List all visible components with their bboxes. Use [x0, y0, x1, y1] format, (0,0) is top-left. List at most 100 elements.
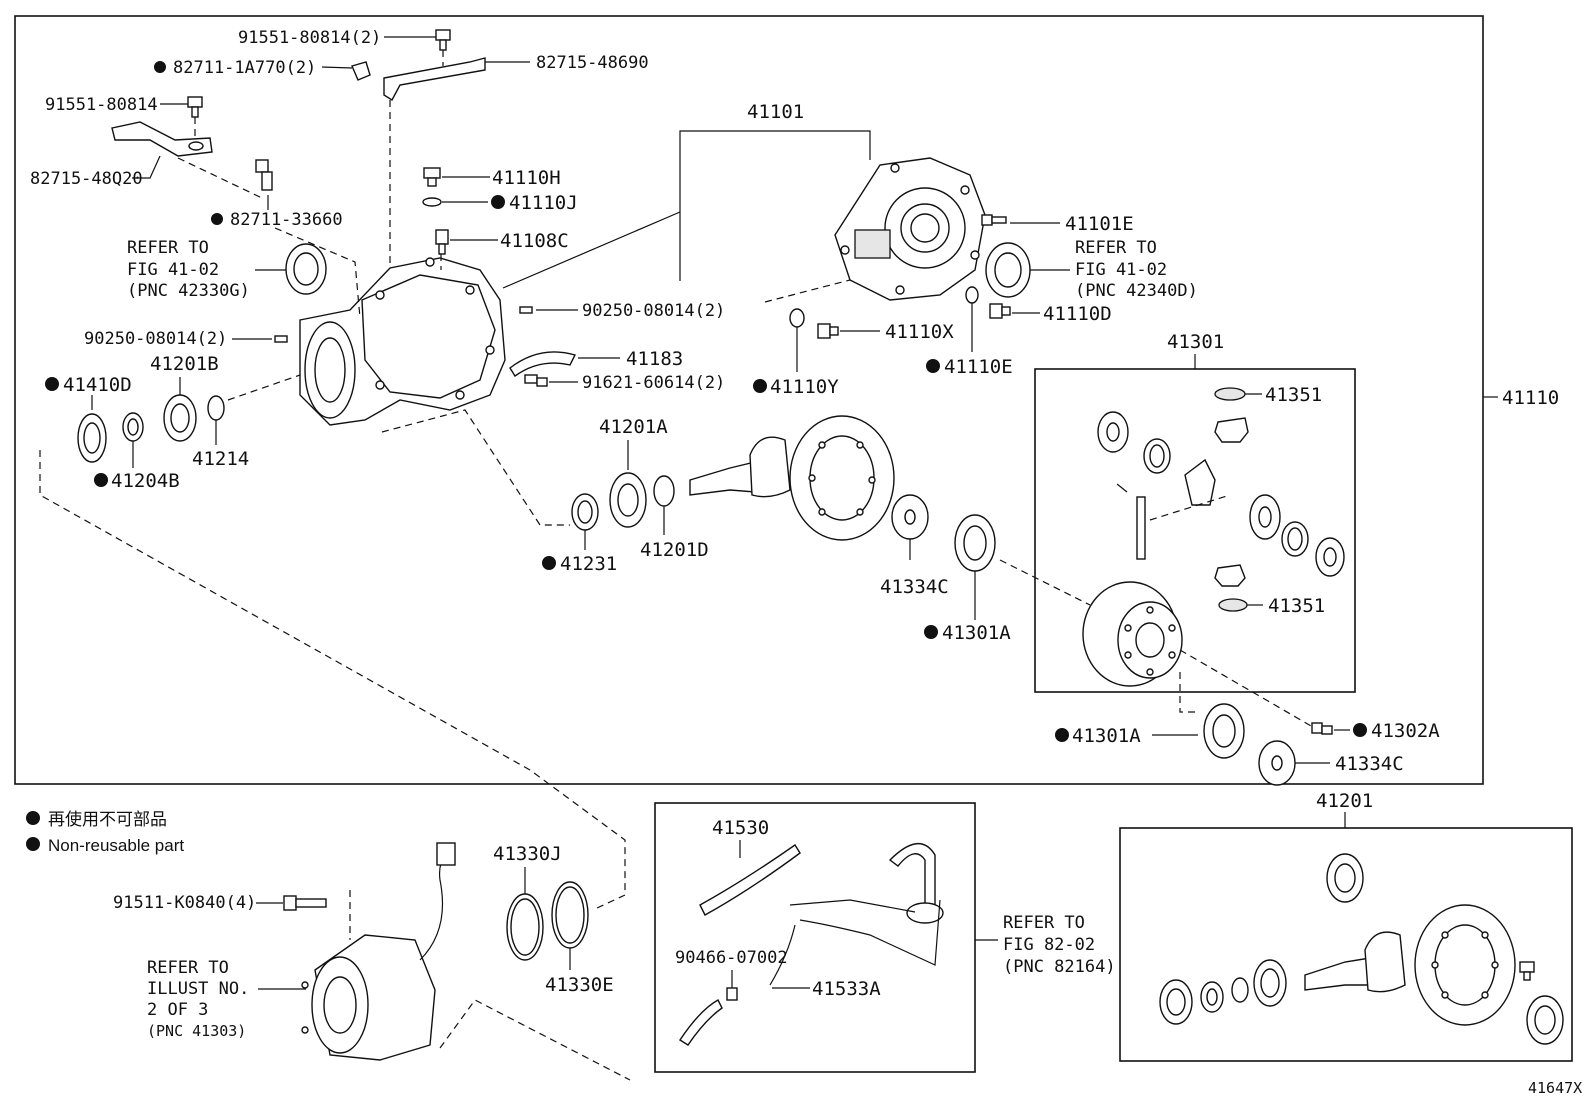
- figure-code: 41647X: [1528, 1079, 1582, 1097]
- bearing-41201b: [163, 394, 197, 442]
- pin-90250-left: [274, 335, 288, 343]
- label-41201d: 41201D: [640, 539, 709, 561]
- refer-left-2: FIG 41-02: [127, 260, 219, 280]
- hose-41530: [699, 844, 801, 916]
- label-41330j: 41330J: [493, 843, 562, 865]
- shim-41334c-1: [891, 494, 929, 540]
- label-41410d: 41410D: [63, 374, 132, 396]
- set-bearing: [1526, 995, 1564, 1045]
- label-90466: 90466-07002: [675, 948, 788, 968]
- differential-carrier-housing: [299, 257, 506, 426]
- connector-82711-33660: [255, 159, 273, 191]
- breather-pipe: [888, 843, 936, 906]
- refer-right-3: (PNC 42340D): [1075, 281, 1198, 301]
- plug-41110x: [817, 323, 839, 339]
- label-82715-48q20: 82715-48Q20: [30, 169, 143, 189]
- set-bolt: [1519, 961, 1535, 981]
- label-82711-1a770-2: 82711-1A770(2): [173, 58, 316, 78]
- bolt-91551-80814-2: [435, 29, 451, 51]
- o-ring-41330j: [506, 893, 544, 961]
- label-41110j: 41110J: [509, 192, 578, 214]
- set-drive-pinion: [1304, 931, 1406, 993]
- oil-seal-right: [985, 242, 1031, 298]
- label-41214: 41214: [192, 448, 249, 470]
- bolt-41302a: [1311, 722, 1333, 735]
- bearing-41301a-2: [1203, 703, 1245, 759]
- plug-41110d: [989, 303, 1011, 319]
- spacer-41204b: [122, 412, 144, 442]
- label-41204b: 41204B: [111, 470, 180, 492]
- label-41183: 41183: [626, 348, 683, 370]
- label-41351-bottom: 41351: [1268, 595, 1325, 617]
- bearing-race-41231: [571, 493, 599, 531]
- set-ring-gear: [1414, 904, 1516, 1026]
- clip-82711-1a770: [351, 61, 371, 81]
- actuator-motor: [301, 842, 456, 1061]
- main-assembly-label: 41110: [1502, 387, 1559, 409]
- label-41110x: 41110X: [885, 321, 954, 343]
- refer-hose-1: REFER TO: [1003, 913, 1085, 933]
- refer-motor-4: (PNC 41303): [147, 1022, 246, 1040]
- label-41330e: 41330E: [545, 974, 614, 996]
- side-gear-left: [1097, 411, 1129, 453]
- pinion-set-frame: [1119, 827, 1573, 1062]
- label-91621: 91621-60614(2): [582, 373, 725, 393]
- refer-hose-2: FIG 82-02: [1003, 935, 1095, 955]
- label-41101e: 41101E: [1065, 213, 1134, 235]
- label-41201a: 41201A: [599, 416, 668, 438]
- refer-motor-2: ILLUST NO.: [147, 979, 249, 999]
- label-41108c: 41108C: [500, 230, 569, 252]
- label-91551-80814-2: 91551-80814(2): [238, 28, 381, 48]
- hose-41533a: [679, 999, 723, 1046]
- label-41334c-2: 41334C: [1335, 753, 1404, 775]
- legend-japanese: 再使用不可部品: [48, 809, 167, 829]
- label-41110d: 41110D: [1043, 303, 1112, 325]
- refer-right-1: REFER TO: [1075, 238, 1157, 258]
- label-90250-left: 90250-08014(2): [84, 329, 227, 349]
- plug-41110h: [423, 167, 441, 187]
- shim-41334c-2: [1258, 740, 1296, 786]
- spacer-41201d: [653, 475, 675, 507]
- bolt-91621: [524, 374, 548, 387]
- label-41110y: 41110Y: [770, 376, 839, 398]
- bearing-41201a: [609, 472, 647, 528]
- refer-hose-3: (PNC 82164): [1003, 957, 1116, 977]
- refer-motor-1: REFER TO: [147, 958, 229, 978]
- legend-english: Non-reusable part: [48, 836, 184, 855]
- label-82711-33660: 82711-33660: [230, 210, 343, 230]
- label-41301a-1: 41301A: [942, 622, 1011, 644]
- washer-41351-bottom: [1218, 598, 1248, 612]
- oil-seal-left: [285, 243, 327, 295]
- set-oil-seal-top: [1326, 853, 1364, 903]
- label-41110h: 41110H: [492, 167, 561, 189]
- shim-41214: [207, 395, 225, 421]
- drive-pinion: [689, 436, 791, 498]
- hose-frame: [654, 802, 976, 1073]
- label-91511: 91511-K0840(4): [113, 893, 256, 913]
- label-41301a-2: 41301A: [1072, 725, 1141, 747]
- refer-left-3: (PNC 42330G): [127, 281, 250, 301]
- case-housing-label: 41101: [747, 101, 804, 123]
- label-91551-80814: 91551-80814: [45, 95, 158, 115]
- gasket-41110y: [789, 308, 805, 328]
- bolt-91551-80814: [187, 96, 203, 118]
- label-41530: 41530: [712, 817, 769, 839]
- pinion-set-label: 41201: [1316, 790, 1373, 812]
- label-82715-48690: 82715-48690: [536, 53, 649, 73]
- bolt-41101e: [981, 214, 1007, 226]
- label-41334c-1: 41334C: [880, 576, 949, 598]
- set-oil-seal: [1159, 979, 1193, 1025]
- label-41201b: 41201B: [150, 353, 219, 375]
- oil-seal-41410d: [77, 413, 107, 463]
- label-41110e: 41110E: [944, 356, 1013, 378]
- bracket-82715-48q20: [111, 121, 213, 157]
- main-assembly-frame: [14, 15, 1484, 785]
- gasket-41110e: [965, 286, 979, 304]
- o-ring-41330e: [551, 881, 589, 949]
- rear-cover-41101: [834, 157, 986, 301]
- refer-right-2: FIG 41-02: [1075, 260, 1167, 280]
- label-41231: 41231: [560, 553, 617, 575]
- breather-41108c: [435, 229, 449, 255]
- pin-90250-right: [519, 306, 533, 314]
